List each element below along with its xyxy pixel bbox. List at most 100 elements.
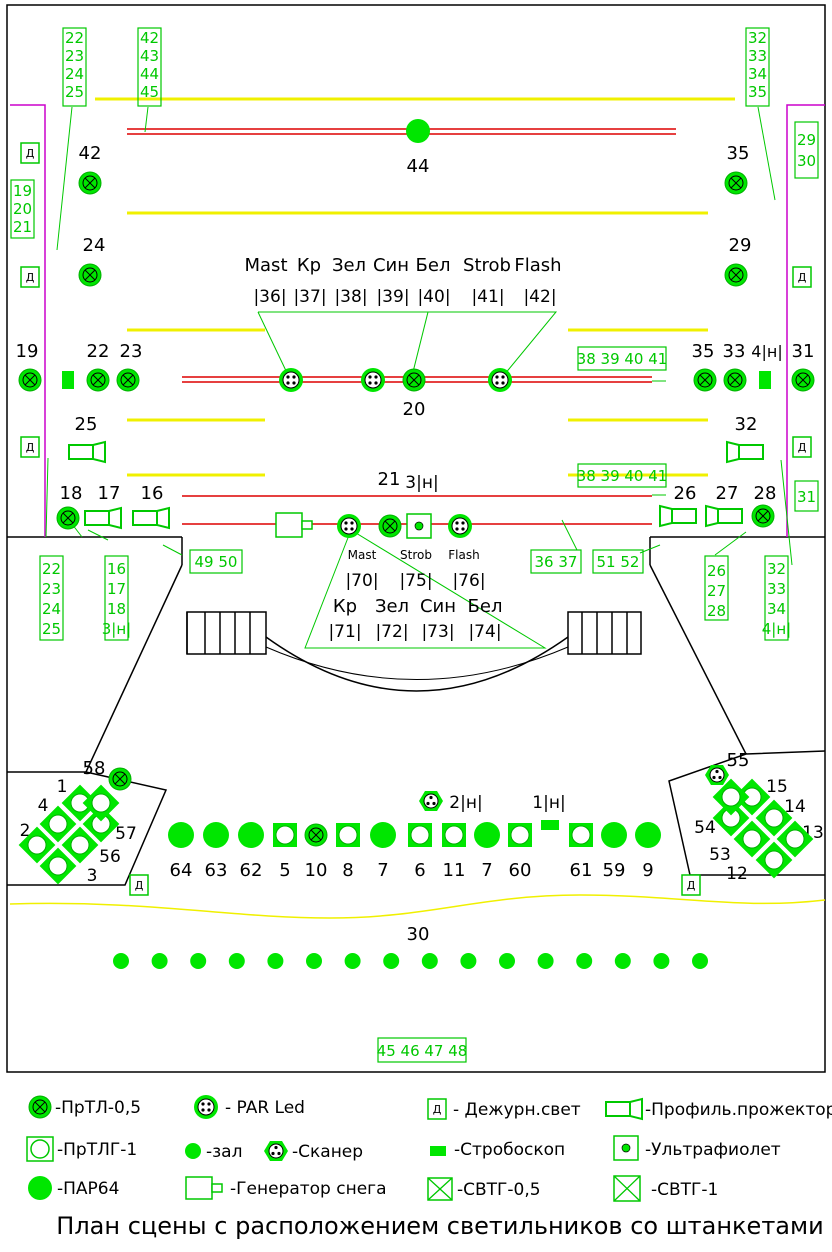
hall-fixture [499, 953, 515, 969]
hall-fixture [421, 953, 438, 969]
svg-text:12: 12 [726, 864, 748, 884]
front-row-label: 5 [279, 860, 290, 881]
svg-text:Mast: Mast [245, 255, 288, 276]
group-item: 22 [65, 29, 84, 47]
scanner-fixture-2h [418, 790, 444, 812]
label-38-41-mid: 38 39 40 41 [577, 467, 668, 485]
hall-fixture [190, 953, 207, 969]
group-item: 25 [42, 620, 61, 638]
group-item: 33 [767, 580, 786, 598]
strobe-fixture-4h [759, 371, 771, 389]
prtlg-fixture [61, 826, 99, 864]
legend-strob: -Стробоскоп [454, 1140, 565, 1160]
right-diamond-fixtures [712, 778, 814, 879]
legend-prtlg1: -ПрТЛГ-1 [57, 1140, 137, 1160]
svg-text:Син: Син [420, 596, 456, 617]
parled-fixture-c [487, 367, 513, 393]
legend-d-letter: Д [433, 1103, 442, 1116]
group-item: 19 [13, 182, 32, 200]
front-row-label: 64 [170, 860, 193, 881]
svg-text:Д: Д [26, 147, 35, 160]
fixture-label-42: 42 [79, 143, 102, 164]
group-22-25-bottom: 22 23 24 25 [42, 560, 61, 638]
fixture-label-23: 23 [120, 341, 143, 362]
legend-profil: -Профиль.прожектор [645, 1100, 832, 1120]
group-item: 4|н| [762, 620, 791, 638]
prtl-fixture-18 [56, 506, 80, 530]
hall-fixture [151, 953, 168, 969]
fixture-label-1h: 1|н| [532, 793, 565, 813]
fixture-label-28: 28 [754, 483, 777, 504]
svg-text:Бел: Бел [468, 596, 503, 617]
fixture-label-16: 16 [141, 483, 164, 504]
parled-fixture-b [360, 367, 386, 393]
svg-text:Бел: Бел [416, 255, 451, 276]
group-item: 30 [797, 152, 816, 170]
prtlg-fixture [39, 847, 77, 885]
front-row-label: 11 [443, 860, 466, 881]
stage-outline [6, 4, 826, 1073]
svg-text:|73|: |73| [421, 622, 454, 642]
profile-spot-32 [726, 441, 764, 463]
par64-fixture [238, 822, 264, 848]
svg-text:15: 15 [766, 777, 788, 797]
right-stairs [567, 611, 642, 655]
yellow-battens [95, 97, 735, 477]
group-item: 21 [13, 218, 32, 236]
legend-svtg1-symbol [613, 1175, 641, 1202]
profile-spot-17 [84, 507, 122, 529]
par64-fixture [635, 822, 661, 848]
prtlg-fixture [733, 820, 771, 858]
prtlg-fixture [776, 820, 814, 858]
prtl-fixture-58 [108, 767, 132, 791]
hall-fixture [344, 953, 361, 969]
par64-fixture [370, 822, 396, 848]
group-item: 28 [707, 602, 726, 620]
hall-fixture [113, 953, 129, 969]
fixture-label-31: 31 [792, 341, 815, 362]
svg-text:54: 54 [694, 818, 716, 838]
svg-text:|75|: |75| [399, 571, 432, 591]
group-item: 27 [707, 582, 726, 600]
svg-text:Flash: Flash [514, 255, 561, 276]
label-38-41-top: 38 39 40 41 [577, 350, 668, 368]
legend-svtg05-symbol [427, 1177, 453, 1201]
legend-scanner: -Сканер [292, 1142, 363, 1162]
group-item: 33 [748, 47, 767, 65]
prtlg-fixture [755, 799, 793, 837]
prtlg-fixture [712, 778, 750, 816]
fixture-label-19: 19 [16, 341, 39, 362]
fixture-label-21: 21 [378, 469, 401, 490]
svg-text:56: 56 [99, 847, 121, 867]
prtl-fixture-29 [724, 263, 748, 287]
group-19-21: 19 20 21 [13, 182, 32, 236]
hall-fixture [614, 953, 631, 969]
left-stairs [186, 611, 267, 655]
fixture-label-35: 35 [727, 143, 750, 164]
svg-text:|71|: |71| [328, 622, 361, 642]
prtl-fixture-42 [78, 171, 102, 195]
label-boxes [10, 27, 819, 1063]
prtlg-fixture [273, 823, 297, 847]
strobe-fixture [62, 371, 74, 389]
svg-text:Д: Д [798, 441, 807, 454]
prtlg-fixture [61, 784, 99, 822]
prtl-fixture-35b [693, 368, 717, 392]
hall-fixture [692, 953, 708, 969]
hall-fixture [653, 953, 670, 969]
prtlg-fixture [336, 823, 360, 847]
hall-fixtures [113, 953, 708, 969]
prtl-fixture-19 [18, 368, 42, 392]
hall-fixture [228, 953, 245, 969]
svg-text:3: 3 [87, 866, 98, 886]
red-battens [127, 128, 676, 525]
legend-parled: - PAR Led [225, 1098, 305, 1118]
prtlg-fixture [442, 823, 466, 847]
fixtures: 44 42 35 24 29 19 22 23 35 33 4|н| 31 20… [16, 119, 815, 896]
svg-text:|42|: |42| [523, 287, 556, 307]
strobe-fixture-1h [541, 820, 559, 830]
group-item: 34 [748, 65, 767, 83]
scanner-fixture-55 [704, 764, 730, 786]
legend-prtl05: -ПрТЛ-0,5 [55, 1098, 141, 1118]
